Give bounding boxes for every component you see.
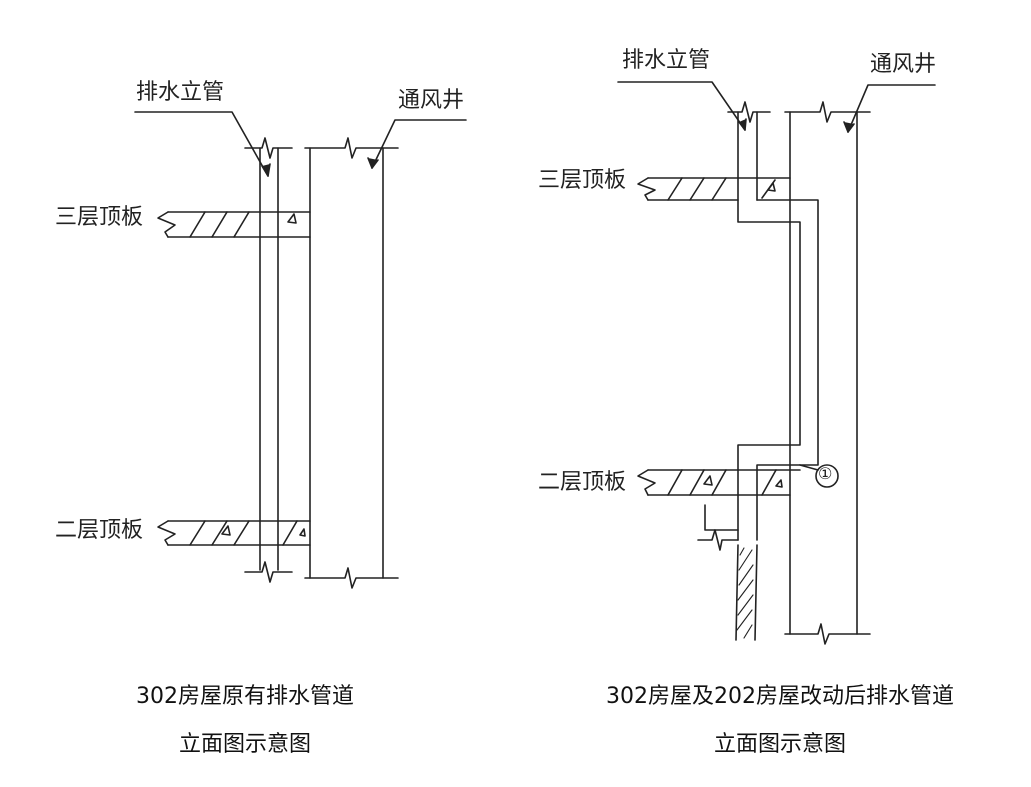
- left-caption-line1: 302房屋原有排水管道: [136, 684, 354, 709]
- left-third-floor-slab: [157, 211, 311, 238]
- right-second-floor-slab: [637, 464, 819, 496]
- right-vent-shaft-leader-arrow: [843, 121, 855, 133]
- right-third-floor-slab: [637, 177, 791, 201]
- right-vent-shaft-leader: [847, 84, 936, 133]
- right-pipe-top-break: [727, 101, 771, 123]
- right-caption-line2: 立面图示意图: [713, 732, 846, 757]
- left-drain-pipe-leader-arrow: [261, 163, 271, 177]
- left-pipe-top-break: [244, 137, 293, 159]
- right-drain-pipe-label: 排水立管: [622, 48, 711, 73]
- left-pipe-bottom-break: [244, 561, 293, 583]
- right-lower-branch-break: [697, 529, 739, 551]
- left-caption-line2: 立面图示意图: [178, 732, 311, 757]
- left-second-floor-slab: [157, 520, 311, 546]
- right-marker-circle: [815, 464, 839, 488]
- right-vent-top-break: [784, 101, 871, 123]
- right-rerouted-pipe-inner: [756, 199, 819, 541]
- left-elevation: [134, 111, 467, 589]
- right-third-floor-slab-label: 三层顶板: [538, 168, 627, 193]
- left-vent-shaft-label: 通风井: [398, 88, 465, 113]
- left-drain-pipe-leader: [134, 111, 269, 177]
- right-marker-label: ①: [818, 464, 833, 483]
- right-lower-branch: [704, 504, 739, 531]
- left-vent-shaft-leader: [371, 119, 467, 169]
- right-drain-pipe-leader: [617, 81, 746, 131]
- left-drain-pipe-label: 排水立管: [136, 80, 225, 105]
- left-vent-bottom-break: [304, 567, 399, 589]
- right-lower-pipe-hatch: [736, 547, 754, 639]
- left-third-floor-slab-label: 三层顶板: [55, 205, 144, 230]
- right-vent-bottom-break: [784, 623, 871, 645]
- right-caption-line1: 302房屋及202房屋改动后排水管道: [606, 684, 954, 709]
- left-vent-shaft-leader-arrow: [367, 157, 379, 169]
- right-drain-pipe-leader-arrow: [738, 118, 747, 131]
- right-rerouted-pipe-outer: [737, 177, 801, 541]
- right-second-floor-slab-label: 二层顶板: [538, 470, 627, 495]
- right-elevation: [617, 81, 936, 645]
- right-vent-shaft-label: 通风井: [870, 52, 937, 77]
- left-vent-top-break: [304, 137, 399, 159]
- left-second-floor-slab-label: 二层顶板: [55, 518, 144, 543]
- right-lower-pipe: [735, 544, 758, 641]
